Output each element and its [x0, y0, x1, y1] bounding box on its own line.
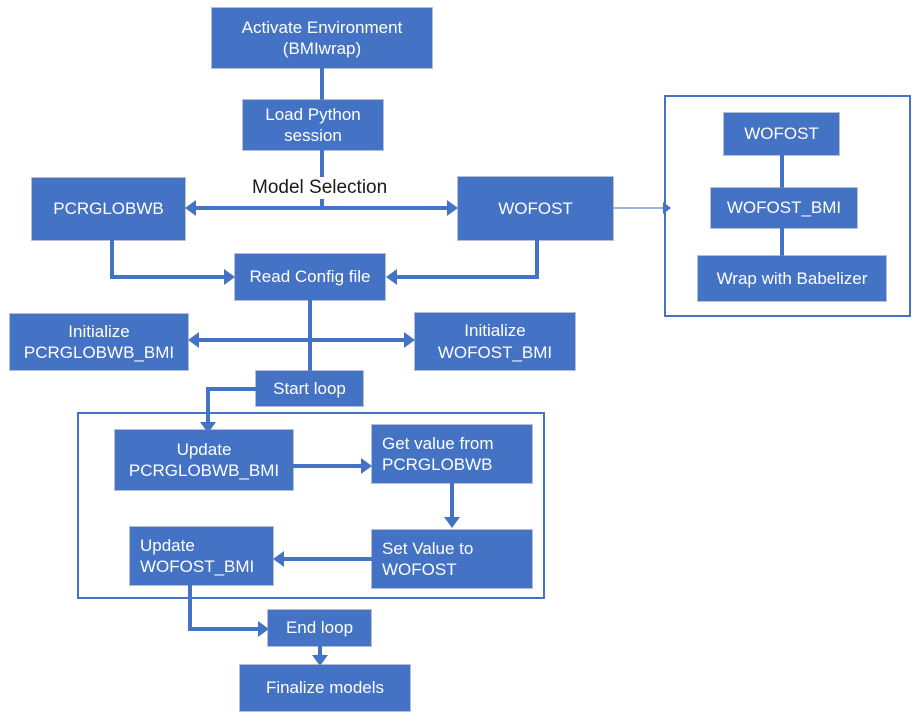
- connector-pcrglobwb-down: [110, 240, 114, 279]
- node-initialize-wofost-bmi[interactable]: Initialize WOFOST_BMI: [415, 313, 575, 370]
- connector-selection-horizontal: [196, 206, 447, 210]
- connector-endloop-to-finalize: [318, 646, 322, 660]
- connector-wofost-to-config: [397, 275, 537, 279]
- arrowhead-to-initialize-pcrglobwb: [188, 332, 199, 348]
- node-panel-wofost-bmi[interactable]: WOFOST_BMI: [711, 188, 857, 228]
- arrowhead-setvalue-to-update-wofost: [273, 551, 284, 567]
- node-end-loop[interactable]: End loop: [268, 610, 371, 646]
- connector-panel-bmi-to-babelizer: [780, 228, 784, 256]
- node-finalize-models[interactable]: Finalize models: [240, 665, 410, 711]
- arrowhead-update-pcr-to-getvalue: [361, 458, 372, 474]
- connector-panel-wofost-to-bmi: [780, 155, 784, 188]
- arrowhead-selection-to-wofost: [447, 200, 458, 216]
- arrowhead-pcrglobwb-to-config: [224, 269, 235, 285]
- arrowhead-to-initialize-wofost: [404, 332, 415, 348]
- connector-update-wofost-to-endloop: [188, 627, 258, 631]
- node-activate-environment[interactable]: Activate Environment (BMIwrap): [212, 8, 432, 68]
- node-load-python-session[interactable]: Load Python session: [243, 100, 383, 150]
- node-get-value-from-pcrglobwb[interactable]: Get value from PCRGLOBWB: [372, 425, 532, 483]
- loop-body-panel: [77, 412, 545, 599]
- connector-getvalue-to-setvalue: [450, 483, 454, 519]
- node-read-config-file[interactable]: Read Config file: [235, 254, 385, 300]
- wofost-wrapping-panel: [664, 95, 911, 317]
- connector-setvalue-to-update-wofost: [284, 557, 372, 561]
- node-panel-wrap-with-babelizer[interactable]: Wrap with Babelizer: [698, 256, 886, 301]
- connector-start-loop-left: [206, 387, 258, 391]
- arrowhead-wofost-to-config: [386, 269, 397, 285]
- connector-update-wofost-down: [188, 585, 192, 631]
- node-initialize-pcrglobwb-bmi[interactable]: Initialize PCRGLOBWB_BMI: [10, 314, 188, 370]
- connector-wofost-down: [535, 240, 539, 279]
- arrowhead-getvalue-to-setvalue: [444, 517, 460, 528]
- connector-update-pcr-to-getvalue: [293, 464, 361, 468]
- arrowhead-wofost-to-panel: [663, 202, 671, 214]
- connector-wofost-to-panel: [613, 207, 665, 209]
- connector-pcrglobwb-to-config: [110, 275, 224, 279]
- connector-start-loop-down: [206, 387, 210, 433]
- connector-initialize-horizontal: [199, 338, 404, 342]
- node-update-pcrglobwb-bmi[interactable]: Update PCRGLOBWB_BMI: [115, 430, 293, 490]
- label-model-selection: Model Selection: [248, 177, 392, 199]
- connector-activate-to-load: [320, 68, 324, 100]
- node-update-wofost-bmi[interactable]: Update WOFOST_BMI: [130, 527, 273, 585]
- connector-initialize-to-start-loop: [308, 338, 312, 372]
- node-start-loop[interactable]: Start loop: [256, 371, 363, 406]
- node-pcrglobwb[interactable]: PCRGLOBWB: [32, 178, 185, 240]
- arrowhead-to-end-loop: [258, 621, 269, 637]
- connector-config-down: [308, 300, 312, 342]
- node-panel-wofost[interactable]: WOFOST: [724, 113, 839, 155]
- node-wofost[interactable]: WOFOST: [458, 177, 613, 240]
- node-set-value-to-wofost[interactable]: Set Value to WOFOST: [372, 530, 532, 588]
- arrowhead-endloop-to-finalize: [312, 655, 328, 666]
- arrowhead-selection-to-pcrglobwb: [185, 200, 196, 216]
- arrowhead-start-loop-into-update: [200, 422, 216, 433]
